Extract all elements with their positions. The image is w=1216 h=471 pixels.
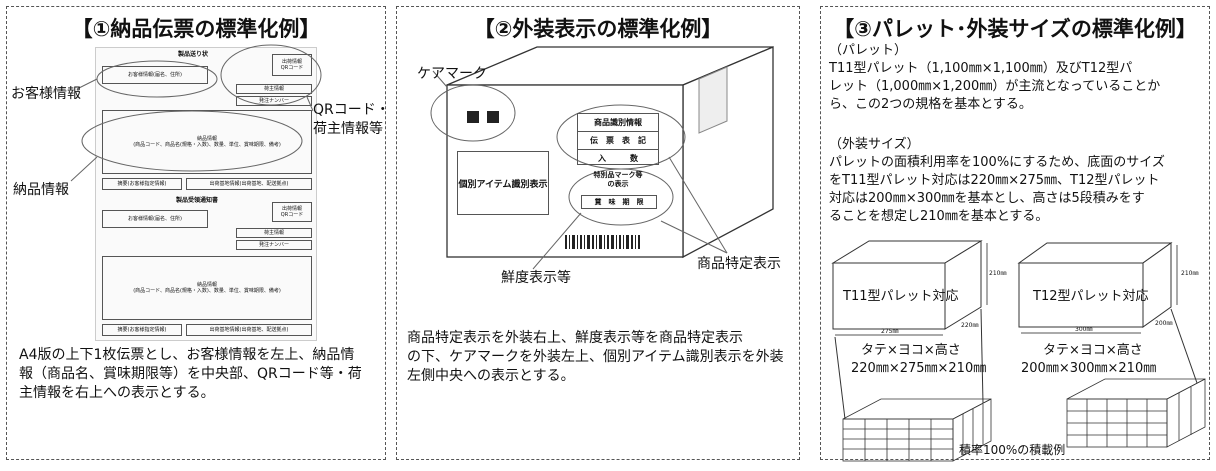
- pallet-line2: レット（1,000㎜×1,200㎜）が主流となっていることか: [829, 79, 1161, 94]
- barcode: [565, 235, 640, 249]
- form1-customer-text: お客様情報(届名、住所): [128, 72, 182, 78]
- form2-contact-text: 摘要(お客様指定情報): [117, 327, 167, 333]
- quantity-label: 入 数: [598, 153, 638, 163]
- form2-shipper-text: 出荷情報: [281, 206, 302, 212]
- box1-depth: 220㎜: [961, 322, 979, 329]
- form1-origin-box: 出荷基地情報(出荷基地、配送拠点): [186, 178, 312, 190]
- form2-order-text: 発注ナンバー: [258, 242, 289, 248]
- case-heading: （外装サイズ）: [829, 137, 920, 152]
- panel-outer-packaging: 【②外装表示の標準化例】 ケア: [396, 6, 800, 460]
- product-spec-callout: 商品特定表示: [697, 256, 781, 272]
- form1-delivery-box: 納品情報(商品コード、商品名(規格・入数)、数量、単位、賞味期限、備考): [102, 110, 312, 174]
- form2-order-box: 発注ナンバー: [236, 240, 312, 250]
- box2-depth: 200㎜: [1155, 320, 1173, 327]
- box1-dims-value: 220㎜×275㎜×210㎜: [851, 361, 987, 376]
- slip-notation: 伝 票 表 記: [578, 132, 658, 150]
- form2-origin-box: 出荷基地情報(出荷基地、配送拠点): [186, 324, 312, 336]
- box2-height: 210㎜: [1181, 270, 1199, 277]
- form1-contact-text: 摘要(お客様指定情報): [117, 181, 167, 187]
- item-id-text: 個別アイテム識別表示: [458, 179, 548, 190]
- umbrella-icon: [467, 111, 479, 123]
- product-id-table: 商品識別情報 伝 票 表 記 入 数: [577, 113, 659, 165]
- special-mark-area: 特別品マーク等 の表示: [579, 171, 657, 189]
- form2-consignor-box: 荷主情報: [236, 228, 312, 238]
- box1-label: T11型パレット対応: [843, 289, 959, 304]
- form1-contact-box: 摘要(お客様指定情報): [102, 178, 182, 190]
- form1-consignor-box: 荷主情報: [236, 84, 312, 94]
- panel-title: 【①納品伝票の標準化例】: [71, 17, 321, 41]
- panel-title: 【③パレット･外装サイズの標準化例】: [833, 17, 1197, 41]
- panel1-desc-line2: 報（商品名、賞味期限等）を中央部、QRコード等・荷: [19, 366, 362, 382]
- box1-width: 275㎜: [881, 328, 899, 335]
- form1-shipper-text: 出荷情報: [281, 59, 302, 65]
- fragile-icon: [487, 111, 499, 123]
- care-mark-label: ケアマーク: [417, 66, 487, 82]
- panel-title: 【②外装表示の標準化例】: [473, 17, 723, 41]
- box2-dims-title: タテ×ヨコ×高さ: [1043, 343, 1143, 358]
- form2-qr-text: QRコード: [280, 212, 304, 218]
- panel-pallet-size: 【③パレット･外装サイズの標準化例】 （パレット） T11型パレット（1,100…: [820, 6, 1210, 462]
- special-mark-line1: 特別品マーク等: [593, 171, 643, 179]
- pallet-stack-1: [842, 398, 992, 462]
- panel2-desc-line1: 商品特定表示を外装右上、鮮度表示等を商品特定表示: [407, 330, 743, 346]
- box1-dims-title: タテ×ヨコ×高さ: [861, 343, 961, 358]
- form1-delivery-title: 納品情報: [196, 136, 217, 142]
- callout-delivery-info: 納品情報: [13, 182, 69, 198]
- panel1-desc-line3: 主情報を右上への表示とする。: [19, 385, 215, 401]
- form1-qr-text: QRコード: [280, 65, 304, 71]
- form1-consignor-text: 荷主情報: [263, 86, 284, 92]
- form1-origin-text: 出荷基地情報(出荷基地、配送拠点): [209, 181, 289, 187]
- box2-width: 300㎜: [1075, 326, 1093, 333]
- form2-delivery-detail: (商品コード、商品名(規格・入数)、数量、単位、賞味期限、備考): [133, 288, 281, 294]
- form1-order-box: 発注ナンバー: [236, 96, 312, 106]
- box1-height: 210㎜: [989, 270, 1007, 277]
- pallet-heading: （パレット）: [829, 43, 908, 58]
- freshness-callout: 鮮度表示等: [501, 270, 571, 286]
- form2-customer-box: お客様情報(届名、住所): [102, 210, 208, 228]
- form2-header: 製品受領通知書: [176, 197, 219, 204]
- form1-order-text: 発注ナンバー: [258, 98, 289, 104]
- case-line1: パレットの面積利用率を100%にするため、底面のサイズ: [829, 155, 1165, 170]
- product-id-info: 商品識別情報: [578, 114, 658, 132]
- form2-customer-text: お客様情報(届名、住所): [128, 216, 182, 222]
- form2-consignor-text: 荷主情報: [263, 230, 284, 236]
- best-before-text: 賞 味 期 限: [594, 198, 644, 206]
- carton-drawing: [430, 46, 774, 270]
- form1-header: 製品送り状: [178, 51, 209, 58]
- form2-delivery-box: 納品情報(商品コード、商品名(規格・入数)、数量、単位、賞味期限、備考): [102, 256, 312, 320]
- case-line3: 対応は200㎜×300㎜を基本とし、高さは5段積みをす: [829, 191, 1145, 206]
- panel2-desc-line2: の下、ケアマークを外装左上、個別アイテム識別表示を外装: [407, 349, 784, 365]
- special-mark-line2: の表示: [607, 180, 629, 188]
- stack-caption: 積率100%の積載例: [959, 443, 1066, 457]
- pallet-stack-2: [1066, 378, 1206, 448]
- case-line2: をT11型パレット対応は220㎜×275㎜、T12型パレット: [829, 173, 1160, 188]
- callout-qr-line1: QRコード・: [313, 102, 390, 118]
- item-id-box: 個別アイテム識別表示: [457, 151, 549, 215]
- callout-customer-info: お客様情報: [11, 86, 81, 102]
- box2-dims-value: 200㎜×300㎜×210㎜: [1021, 361, 1157, 376]
- pallet-line3: ら、この2つの規格を基本とする。: [829, 97, 1032, 112]
- callout-ellipses: [70, 44, 322, 182]
- pallet-line1: T11型パレット（1,100㎜×1,100㎜）及びT12型パ: [829, 61, 1133, 76]
- form2-delivery-title: 納品情報: [196, 282, 217, 288]
- callout-qr-line2: 荷主情報等: [313, 121, 383, 137]
- box2-label: T12型パレット対応: [1033, 289, 1149, 304]
- form2-contact-box: 摘要(お客様指定情報): [102, 324, 182, 336]
- case-line4: ることを想定し210㎜を基本とする。: [829, 209, 1049, 224]
- panel2-desc-line3: 左側中央への表示とする。: [407, 368, 575, 384]
- form2-origin-text: 出荷基地情報(出荷基地、配送拠点): [209, 327, 289, 333]
- best-before-box: 賞 味 期 限: [581, 195, 657, 209]
- form1-customer-box: お客様情報(届名、住所): [102, 66, 208, 84]
- panel1-desc-line1: A4版の上下1枚伝票とし、お客様情報を左上、納品情: [19, 347, 355, 363]
- form1-delivery-detail: (商品コード、商品名(規格・入数)、数量、単位、賞味期限、備考): [133, 142, 281, 148]
- case-drawings: [831, 240, 1206, 462]
